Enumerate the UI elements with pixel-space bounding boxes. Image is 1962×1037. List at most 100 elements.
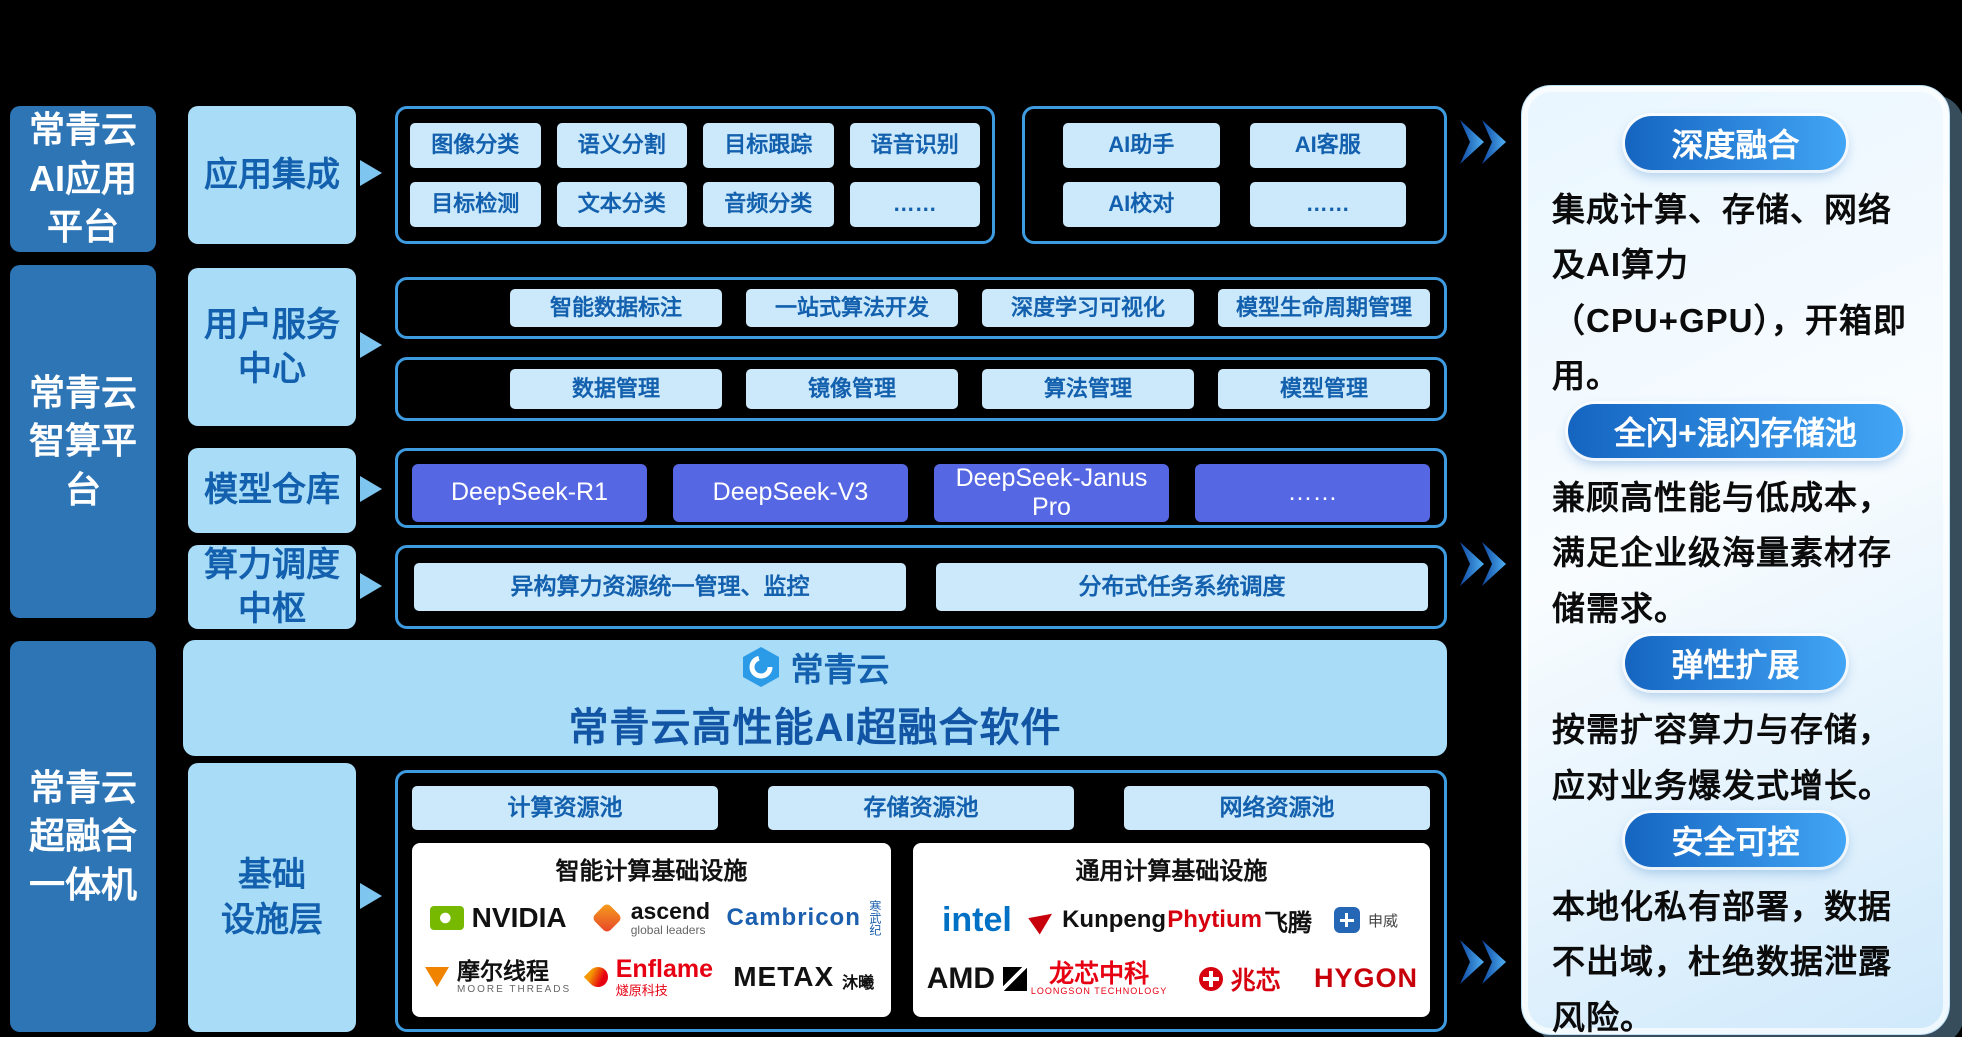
layer-compute-scheduling-hub: 算力调度 中枢	[188, 545, 356, 629]
management-grid: 数据管理 镜像管理 算法管理 模型管理	[510, 369, 1430, 409]
app-item: AI客服	[1249, 123, 1406, 168]
vendor-name: AMD	[926, 961, 996, 995]
zhaoxin-logo-icon	[1198, 966, 1223, 991]
service-item: 算法管理	[982, 369, 1194, 409]
vendor-cn-name: 飞腾	[1263, 909, 1312, 937]
layer-label-line: 模型仓库	[204, 471, 340, 510]
app-item: 图像分类	[410, 123, 541, 168]
kunpeng-logo-icon	[1028, 905, 1058, 935]
feature-storage-pool: 全闪+混闪存储池 兼顾高性能与低成本，满足企业级海量素材存储需求。	[1552, 403, 1919, 636]
vendor-loongson: 龙芯中科 LOONGSON TECHNOLOGY	[1030, 961, 1168, 996]
model-repository-box: DeepSeek-R1 DeepSeek-V3 DeepSeek-Janus P…	[395, 448, 1447, 528]
vendor-en-name: LOONGSON TECHNOLOGY	[1030, 985, 1168, 996]
brand-row: 常青云	[741, 643, 890, 691]
vendor-en-name: MOORE THREADS	[457, 984, 572, 996]
layer-user-service-center: 用户服务 中心	[188, 268, 356, 426]
vendor-name: NVIDIA	[471, 902, 567, 934]
vendor-name: 摩尔线程	[457, 957, 550, 984]
service-tools-box: 智能数据标注 一站式算法开发 深度学习可视化 模型生命周期管理	[395, 277, 1447, 339]
layer-label-line: 用户服务	[204, 305, 340, 344]
vendor-boxes-row: 智能计算基础设施 NVIDIA ascend global leaders	[412, 843, 1430, 1017]
pool-item: 存储资源池	[768, 786, 1074, 830]
layer-label-line: 基础	[238, 856, 306, 895]
pool-item: 计算资源池	[412, 786, 718, 830]
pillar-label-line: 常青云	[28, 371, 137, 413]
model-grid: DeepSeek-R1 DeepSeek-V3 DeepSeek-Janus P…	[412, 464, 1430, 522]
layer-model-repository: 模型仓库	[188, 448, 356, 533]
compute-scheduling-box: 异构算力资源统一管理、监控 分布式任务系统调度	[395, 545, 1447, 629]
resource-pools-row: 计算资源池 存储资源池 网络资源池	[412, 786, 1430, 830]
feature-description: 本地化私有部署，数据不出域，杜绝数据泄露风险。	[1552, 887, 1892, 1036]
features-panel-content: 深度融合 集成计算、存储、网络及AI算力（CPU+GPU），开箱即用。 全闪+混…	[1522, 86, 1949, 1037]
vendor-ascend: ascend global leaders	[591, 898, 711, 938]
flow-arrow-icon	[1460, 542, 1506, 586]
service-item: 模型生命周期管理	[1218, 289, 1430, 327]
banner-title: 常青云高性能AI超融合软件	[568, 706, 1062, 750]
vendor-name: 兆芯	[1230, 966, 1281, 995]
features-panel: 深度融合 集成计算、存储、网络及AI算力（CPU+GPU），开箱即用。 全闪+混…	[1521, 85, 1950, 1037]
moore-threads-logo-icon	[425, 966, 450, 987]
layer-label-line: 应用集成	[204, 155, 340, 194]
connector-arrow-icon	[360, 332, 382, 358]
smart-infra-title: 智能计算基础设施	[555, 858, 748, 885]
service-item: 智能数据标注	[510, 289, 722, 327]
vendor-shenwei: 申威	[1333, 907, 1398, 933]
connector-arrow-icon	[360, 883, 382, 909]
feature-deep-fusion: 深度融合 集成计算、存储、网络及AI算力（CPU+GPU），开箱即用。	[1552, 116, 1919, 404]
app-item-more: ……	[849, 182, 980, 227]
pillar-label-line: AI应用	[28, 157, 137, 199]
brand-logo-icon	[742, 647, 779, 687]
compute-item: 分布式任务系统调度	[936, 563, 1428, 611]
amd-logo-icon	[1003, 966, 1028, 991]
vendor-tagline: global leaders	[630, 923, 706, 938]
nvidia-logo-icon	[429, 906, 464, 931]
vendor-name: Phytium	[1167, 906, 1262, 933]
connector-arrow-icon	[360, 476, 382, 502]
app-item: AI校对	[1063, 182, 1220, 227]
pillar-label-line: 常青云	[28, 109, 137, 151]
vendor-amd: AMD	[926, 961, 1028, 996]
service-tools-grid: 智能数据标注 一站式算法开发 深度学习可视化 模型生命周期管理	[510, 289, 1430, 327]
service-item: 模型管理	[1218, 369, 1430, 409]
vendor-phytium: Phytium 飞腾	[1167, 903, 1312, 938]
vendor-cn-name: 燧原科技	[615, 982, 668, 998]
service-item: 数据管理	[510, 369, 722, 409]
pool-item: 网络资源池	[1124, 786, 1430, 830]
feature-title-badge: 安全可控	[1625, 812, 1846, 867]
enflame-logo-icon	[583, 962, 612, 992]
vendor-name: Enflame	[615, 955, 714, 984]
feature-title-badge: 弹性扩展	[1625, 636, 1846, 691]
app-item: 目标跟踪	[703, 123, 834, 168]
vendor-name: 申威	[1367, 912, 1398, 930]
connector-arrow-icon	[360, 573, 382, 599]
connector-arrow-icon	[360, 160, 382, 186]
vendor-hygon: HYGON	[1314, 963, 1418, 994]
compute-grid: 异构算力资源统一管理、监控 分布式任务系统调度	[414, 563, 1428, 611]
shenwei-logo-icon	[1333, 907, 1360, 933]
app-item: 目标检测	[410, 182, 541, 227]
ai-assistant-grid: AI助手 AI客服 AI校对 ……	[1063, 123, 1406, 227]
management-box: 数据管理 镜像管理 算法管理 模型管理	[395, 357, 1447, 421]
infrastructure-box: 计算资源池 存储资源池 网络资源池 智能计算基础设施 NVIDIA ascend	[395, 770, 1447, 1032]
model-item: DeepSeek-V3	[673, 464, 908, 522]
vendor-nvidia: NVIDIA	[429, 902, 567, 934]
pillar-label-line: 常青云	[28, 766, 137, 808]
brand-name: 常青云	[790, 651, 890, 688]
model-item: DeepSeek-Janus Pro	[934, 464, 1169, 522]
layer-label-line: 设施层	[221, 900, 323, 939]
smart-compute-infra-box: 智能计算基础设施 NVIDIA ascend global leaders	[412, 843, 891, 1017]
model-item: DeepSeek-R1	[412, 464, 647, 522]
general-infra-title: 通用计算基础设施	[1075, 858, 1268, 885]
pillar-label-line: 台	[64, 468, 101, 510]
pillar-label-line: 一体机	[28, 863, 137, 905]
vendor-zhaoxin: 兆芯	[1198, 961, 1281, 997]
general-compute-infra-box: 通用计算基础设施 intel Kunpeng Phytium 飞腾	[912, 843, 1430, 1017]
vendor-name: METAX	[733, 960, 835, 992]
feature-security: 安全可控 本地化私有部署，数据不出域，杜绝数据泄露风险。	[1552, 812, 1919, 1037]
layer-infrastructure: 基础 设施层	[188, 763, 356, 1032]
flow-arrow-icon	[1460, 940, 1506, 984]
pillar-label-line: 智算平	[28, 420, 137, 462]
vendor-name: ascend	[630, 898, 711, 925]
app-item: AI助手	[1063, 123, 1220, 168]
